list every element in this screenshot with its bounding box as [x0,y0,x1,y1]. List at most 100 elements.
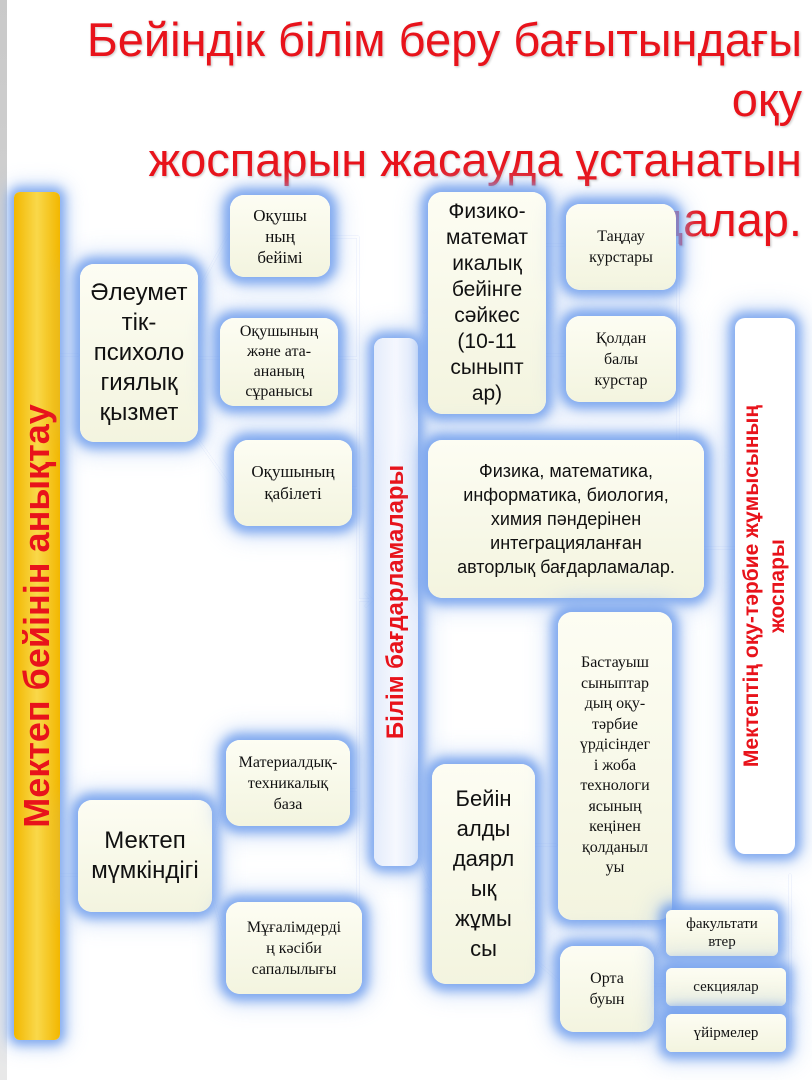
node-text: дың оқу- [584,695,646,713]
node-text: техникалық [247,774,329,792]
node-text: Оқушының [251,462,335,481]
node-text: Физико- [448,200,526,223]
node-text: курстары [589,249,653,266]
node-text: сұранысы [245,383,313,400]
node-text: сыныптар [580,674,649,692]
node-text: уы [605,859,625,877]
node-faculties: факультати втер [666,910,778,956]
node-teacher-quality: Мұғалімдерді ң кәсіби сапалылығы [226,902,362,994]
title-line-2: жоспарын жасауда ұстанатын [148,133,802,186]
node-text: математ [446,226,528,249]
center-bar-education-programs: Білім бағдарламалары [374,338,418,866]
node-text: сы [470,936,497,961]
node-text: Материалдық- [238,753,338,771]
node-text: Орта [590,970,624,987]
node-primary-classes: Бастауыш сыныптар дың оқу- тәрбие үрдісі… [558,612,672,920]
node-text: ананың [253,363,305,380]
node-text: курстар [594,371,648,389]
line-center-to-preprofile [418,858,436,897]
node-text: балы [603,350,639,368]
node-text: кеңінен [589,818,641,836]
arrow-into-center-head [364,592,374,608]
node-text: интеграцияланған [490,533,642,553]
node-text: Қолдан [595,329,647,347]
node-text: Мұғалімдерді [246,918,342,936]
left-bar-label: Мектеп бейінін анықтау [16,404,58,828]
node-text: жұмы [455,906,512,931]
line-collector [328,235,360,602]
center-bar-label: Білім бағдарламалары [382,464,410,740]
node-text: Мектеп [104,827,186,854]
node-text: ар) [471,382,503,405]
node-pupil-interest: Оқушы ның бейімі [230,195,330,277]
node-text: Бейін [455,786,512,811]
node-text: сәйкес [454,304,520,327]
node-text: сыныпт [450,356,524,379]
node-text: бейімі [257,247,303,267]
node-text: і жоба [593,756,637,774]
node-pupil-ability: Оқушының қабілеті [234,440,352,526]
node-text: ң кәсіби [266,939,322,957]
node-elective-courses: Таңдау курстары [566,204,676,290]
node-text: үйірмелер [693,1025,759,1041]
node-text: қолданыл [581,838,649,856]
left-bar-school-profile: Мектеп бейінін анықтау [14,192,60,1040]
node-integrated-programs: Физика, математика, информатика, биологи… [428,440,704,598]
node-text: алды [456,816,511,841]
node-text: психоло [93,339,185,366]
node-text: химия пәндерінен [490,509,642,529]
node-text: қызмет [99,399,179,426]
node-text: тәрбие [592,715,638,733]
node-text: Бастауыш [581,654,649,672]
line-middle-to-faculty [652,933,666,957]
right-bar-line-1: Мектептің оқу-тәрбие жұмысының [740,404,763,768]
node-text: ясының [588,797,642,815]
node-circles: үйірмелер [666,1014,786,1052]
line-preprofile-to-middle [533,958,560,982]
node-text: және ата- [246,343,312,360]
node-text: қабілеті [264,484,322,503]
node-text: икалық [452,252,522,275]
left-edge-stripe [0,0,7,1080]
node-text: втер [708,934,736,950]
node-text: база [273,795,303,813]
node-text: гиялық [100,369,178,396]
node-applied-courses: Қолдан балы курстар [566,316,676,402]
node-text: авторлық бағдарламалар. [457,557,675,577]
node-text: технологи [580,777,650,795]
title-line-1: Бейіндік білім беру бағытындағы оқу [86,13,802,126]
node-physmath-profile: Физико- математ икалық бейінге сәйкес (1… [428,192,546,414]
node-text: ның [265,226,295,246]
node-text: бейінге [451,278,523,301]
line-middle-to-circles [652,1008,666,1030]
node-text: сапалылығы [251,960,337,978]
node-material-base: Материалдық- техникалық база [226,740,350,826]
node-text: Физика, математика, [479,461,653,481]
line-social-to-ability [196,438,234,490]
node-text: факультати [686,916,758,932]
right-bar-line-2: жоспары [766,539,789,633]
node-text: тік- [121,309,157,336]
line-social-to-interest [196,233,230,292]
node-text: информатика, биология, [463,485,669,505]
line-school-to-material [210,788,228,847]
line-teacher-collector [356,598,364,947]
node-text: Таңдау [597,228,645,245]
line-school-to-teacher [210,893,228,947]
node-text: Әлеумет [90,279,188,306]
node-school-opportunity: Мектеп мүмкіндігі [78,800,212,912]
node-text: мүмкіндігі [91,857,199,884]
node-preprofile-work: Бейін алды даярл ық жұмы сы [432,764,535,984]
node-text: даярл [452,846,515,871]
node-text: ық [470,876,497,901]
node-pupil-parent-request: Оқушының және ата- ананың сұранысы [220,318,338,406]
right-bar-label: Мектептің оқу-тәрбие жұмысының жоспары [739,405,791,767]
node-sections: секциялар [666,968,786,1006]
node-social-psych-service: Әлеумет тік- психоло гиялық қызмет [80,264,198,442]
node-text: буын [589,991,625,1008]
node-text: секциялар [693,979,759,995]
right-bar-school-plan: Мектептің оқу-тәрбие жұмысының жоспары [735,318,795,854]
node-text: (10-11 [457,330,517,353]
node-text: үрдісіндег [579,736,651,754]
node-text: Оқушы [253,205,307,225]
